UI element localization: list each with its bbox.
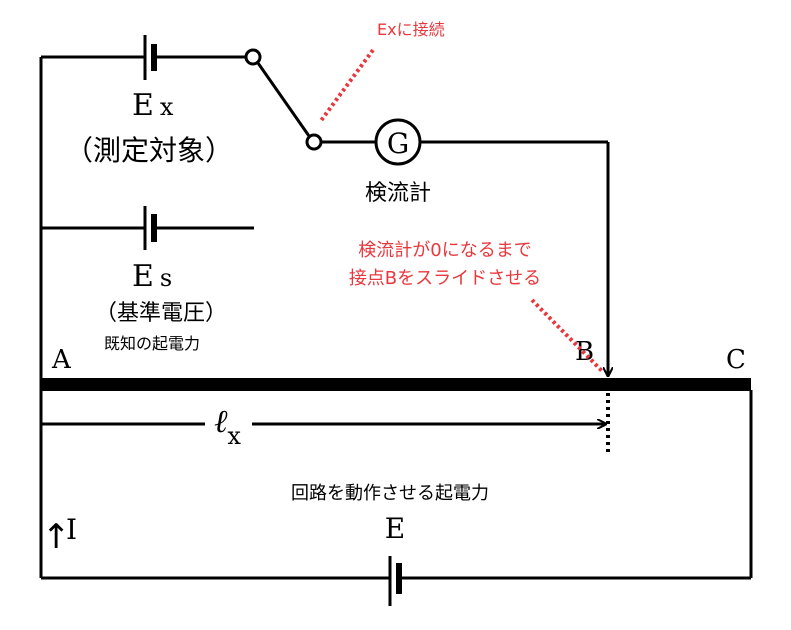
switch-pivot <box>305 133 323 151</box>
slide-note-line1: 検流計が0になるまで <box>358 240 531 261</box>
switch-note: Exに接続 <box>377 20 445 39</box>
switch-terminal-ex <box>244 48 262 66</box>
point-c-label: C <box>726 345 746 375</box>
es-symbol: E <box>132 259 154 294</box>
length-symbol: ℓ <box>214 402 228 440</box>
es-subscript: s <box>160 264 172 292</box>
current-label: I <box>66 513 77 546</box>
ex-description: （測定対象） <box>65 134 233 167</box>
length-label: ℓx <box>214 402 241 450</box>
ex-symbol: E <box>132 88 154 123</box>
switch-blade <box>256 62 311 137</box>
slide-note-pointer <box>530 298 605 374</box>
drive-emf-label: E <box>385 512 405 545</box>
resistance-wire-ac <box>41 378 751 391</box>
slide-note-line2: 接点Bをスライドさせる <box>349 268 541 289</box>
galvanometer-symbol: G <box>387 127 409 160</box>
ex-subscript: x <box>160 93 174 121</box>
current-arrow-icon: ↑ <box>42 517 71 557</box>
drive-description: 回路を動作させる起電力 <box>291 483 489 504</box>
es-description: （基準電圧） <box>95 301 227 326</box>
es-note: 既知の起電力 <box>104 334 200 353</box>
galvanometer-name: 検流計 <box>365 181 431 206</box>
point-a-label: A <box>51 345 72 375</box>
length-subscript: x <box>227 422 241 450</box>
switch-note-pointer <box>318 48 375 124</box>
